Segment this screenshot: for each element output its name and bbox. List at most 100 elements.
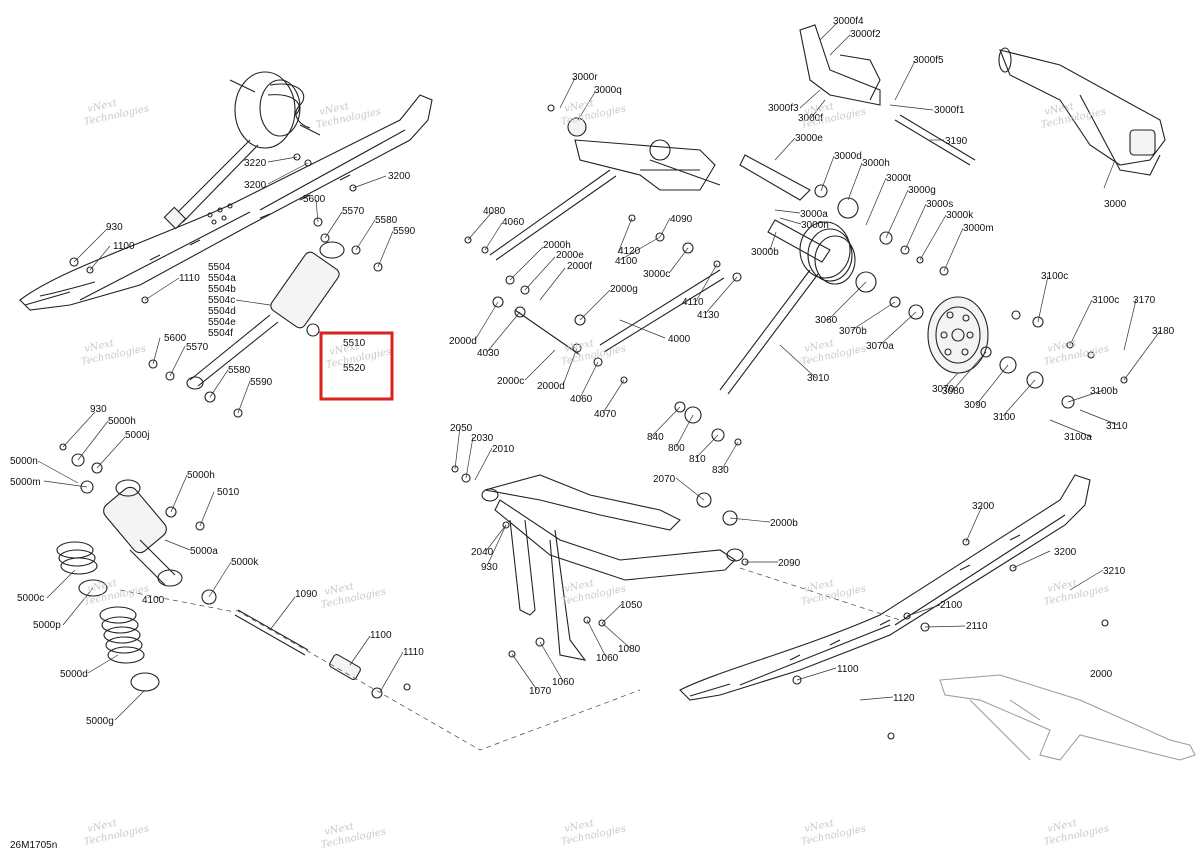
part-label: 3200 (1054, 547, 1077, 558)
part-label: 5000p (33, 620, 61, 631)
part-label: 3000f5 (913, 55, 944, 66)
part-label: 3110 (1106, 421, 1128, 432)
part-label: 2000e (556, 250, 584, 261)
part-label: 3000f1 (934, 105, 965, 116)
part-label: 4100 (615, 256, 638, 267)
part-label: 5590 (250, 377, 273, 388)
part-label: 5010 (217, 487, 240, 498)
part-label: 2000b (770, 518, 798, 529)
part-label: 2000d (449, 336, 477, 347)
rear-arm-assembly (489, 117, 725, 356)
part-label: 2030 (471, 433, 494, 444)
left-torsion-spring-assembly (163, 71, 321, 230)
part-label: 5580 (228, 365, 251, 376)
part-label: 3000f4 (833, 16, 864, 27)
part-label: 5504c (208, 295, 235, 306)
part-label: 3000f2 (850, 29, 881, 40)
part-label: 1120 (893, 693, 915, 704)
part-label: 3090 (964, 400, 987, 411)
part-label: 840 (647, 432, 664, 443)
part-label: 3070 (932, 384, 955, 395)
shock-spring-stack (56, 541, 160, 692)
part-label: 5600 (164, 333, 187, 344)
part-label: 2050 (450, 423, 473, 434)
part-label: 4130 (697, 310, 720, 321)
part-label: 4120 (618, 246, 641, 257)
part-label: 1110 (179, 273, 200, 284)
part-label: 5000a (190, 546, 218, 557)
part-label: 3000s (926, 199, 953, 210)
part-label: 5000c (17, 593, 44, 604)
part-label: 3100b (1090, 386, 1118, 397)
part-number-labels: 5510 5520 3220 3200 3200 930 1100 1110 5… (10, 16, 1175, 727)
upper-bracket (799, 24, 976, 166)
part-label: 5000g (86, 716, 114, 727)
part-label: 5570 (342, 206, 365, 217)
part-label: 1110 (403, 647, 424, 658)
part-label: 4080 (483, 206, 506, 217)
part-label: 2000h (543, 240, 571, 251)
part-label: 1060 (552, 677, 575, 688)
part-label: 5000n (10, 456, 38, 467)
part-label: 4070 (594, 409, 617, 420)
part-label: 3080 (942, 386, 965, 397)
part-label: 3190 (945, 136, 968, 147)
part-label: 3000h (862, 158, 890, 169)
part-label: 3210 (1103, 566, 1126, 577)
drive-shaft-assembly (998, 47, 1166, 176)
part-label: 1090 (295, 589, 318, 600)
part-label: 3070a (866, 341, 894, 352)
part-label: 5000h (108, 416, 136, 427)
assembly-reference-lines (119, 567, 901, 751)
part-label: 3000g (908, 185, 936, 196)
rear-torsion-spring (719, 154, 856, 395)
left-slide-rail (19, 94, 433, 311)
part-label: 3000d (834, 151, 862, 162)
part-label: 4030 (477, 348, 500, 359)
part-label: 2110 (966, 621, 988, 632)
part-label: 1070 (529, 686, 552, 697)
part-label: 5000h (187, 470, 215, 481)
part-label: 830 (712, 465, 729, 476)
part-label: 1050 (620, 600, 643, 611)
part-label: 2000c (497, 376, 524, 387)
part-label: 5580 (375, 215, 398, 226)
part-label: 2070 (653, 474, 676, 485)
part-label: 3220 (244, 158, 267, 169)
part-label: 4090 (670, 214, 693, 225)
leader-lines (37, 21, 1161, 721)
front-shock-absorber (186, 241, 345, 390)
part-label: 5504f (208, 328, 233, 339)
part-label: 5504d (208, 306, 236, 317)
part-label: 4000 (668, 334, 691, 345)
part-label: 3000m (963, 223, 994, 234)
part-label: 3070b (839, 326, 867, 337)
part-label: 5504e (208, 317, 236, 328)
drawing-code: 26M1705n (10, 840, 57, 851)
shaft-1090 (234, 609, 383, 699)
part-label: 5504 (208, 262, 231, 273)
part-label: 3180 (1152, 326, 1175, 337)
part-label: 3100c (1041, 271, 1068, 282)
part-label: 3000b (751, 247, 779, 258)
part-label: 3000k (946, 210, 974, 221)
assembled-front-arm-ghost (939, 674, 1196, 761)
rear-shock-absorber (80, 479, 183, 587)
part-label: 4060 (570, 394, 593, 405)
part-label: 800 (668, 443, 685, 454)
part-label: 5000j (125, 430, 149, 441)
